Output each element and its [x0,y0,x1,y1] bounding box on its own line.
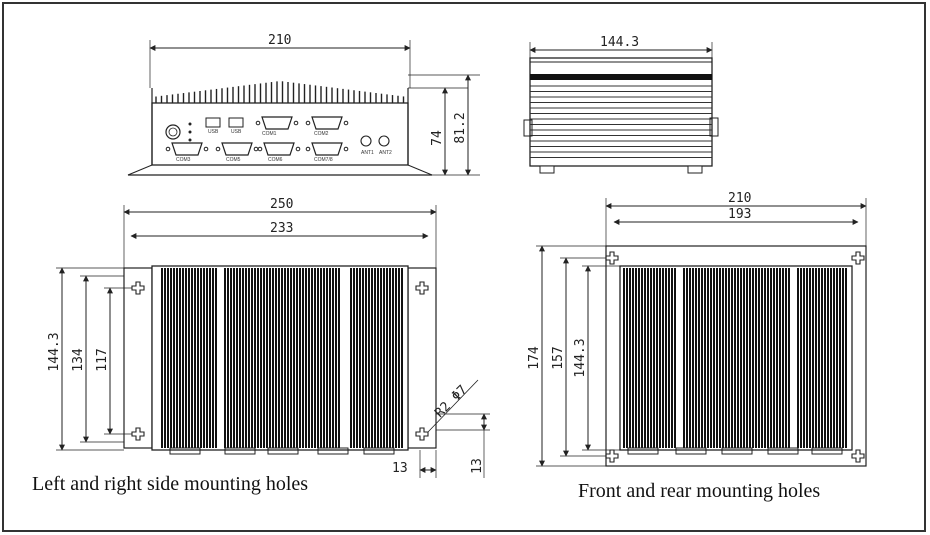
label-com3: COM3 [176,157,191,163]
front-view: 210 USB USB [127,33,480,176]
power-button-icon [165,124,181,140]
db9-port-com3 [165,142,209,156]
front-heatsink-fins [155,81,405,103]
db9-port-com7-8 [305,142,349,156]
lr-heatsink-fins [161,268,403,448]
mount-hole-icon [131,427,145,441]
label-com6: COM6 [268,157,283,163]
antenna-port-2 [378,135,390,147]
fr-bottom-connectors [627,447,843,455]
front-rear-mount-view: 210 193 174 157 144.3 Front and rear mou… [527,191,867,502]
caption-front-rear: Front and rear mounting holes [578,480,820,502]
dim-lr-height-mid: 134 [71,348,86,372]
label-com1: COM1 [262,131,277,137]
dim-lr-height-inner: 117 [95,348,110,371]
dim-hole-offset-y: 13 [470,458,485,474]
fr-heatsink-fins [623,268,847,448]
dim-fr-height-outer: 174 [527,346,542,370]
dim-side-width: 144.3 [600,35,639,50]
dim-front-height-inner: 74 [430,130,445,146]
mount-hole-icon [851,251,865,265]
dim-fr-outer-width: 210 [728,191,751,206]
mount-hole-icon [415,281,429,295]
antenna-port-1 [360,135,372,147]
dim-hole-spec: R2 Φ7 [432,383,470,421]
label-ant2: ANT2 [379,150,392,156]
mount-hole-icon [131,281,145,295]
db9-port-com1 [255,116,299,130]
dim-hole-offset-x: 13 [392,461,408,476]
label-com7-8: COM7/8 [314,157,333,163]
usb-port-1 [205,117,221,128]
label-usb-2: USB [231,129,242,135]
dim-fr-height-mid: 157 [551,346,566,369]
db9-port-com6 [257,142,301,156]
dim-lr-outer-width: 250 [270,197,293,212]
side-fin-lines [530,61,712,158]
dim-lr-inner-width: 233 [270,221,293,236]
dim-fr-height-inner: 144.3 [573,338,588,377]
usb-port-2 [228,117,244,128]
label-ant1: ANT1 [361,150,374,156]
label-com2: COM2 [314,131,329,137]
db9-port-com2 [305,116,349,130]
dim-front-width: 210 [268,33,291,48]
label-usb-1: USB [208,129,219,135]
mount-hole-icon [415,427,429,441]
lr-bottom-connectors [169,447,395,455]
label-com5: COM5 [226,157,241,163]
side-view: 144.3 [523,35,719,174]
dim-front-height-outer: 81.2 [453,112,468,143]
dim-lr-height-outer: 144.3 [47,332,62,371]
caption-left-right: Left and right side mounting holes [32,473,308,495]
left-right-mount-view: 250 233 144.3 134 117 R2 Φ7 [32,197,490,495]
dim-fr-inner-width: 193 [728,207,751,222]
mount-hole-icon [851,449,865,463]
mount-hole-icon [605,251,619,265]
